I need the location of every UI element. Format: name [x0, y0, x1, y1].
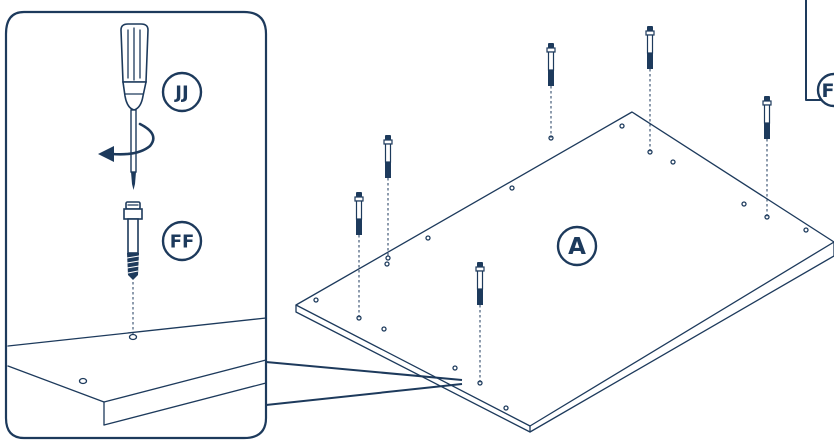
cam-bolt-2 — [646, 26, 654, 152]
cam-bolt-5 — [355, 192, 363, 318]
cam-bolt-1 — [547, 43, 555, 138]
detail-callout: JJ FF — [6, 12, 266, 438]
panel-label: A — [568, 234, 586, 260]
partial-label: F — [822, 80, 834, 102]
cam-bolt-6 — [476, 262, 484, 383]
cam-bolt-4 — [384, 135, 392, 258]
adjacent-step-panel: F — [806, 0, 834, 106]
screwdriver-label: JJ — [173, 83, 188, 104]
callout-connector — [266, 362, 462, 405]
panel-a: A — [296, 112, 834, 432]
cam-bolt-label: FF — [170, 232, 195, 253]
